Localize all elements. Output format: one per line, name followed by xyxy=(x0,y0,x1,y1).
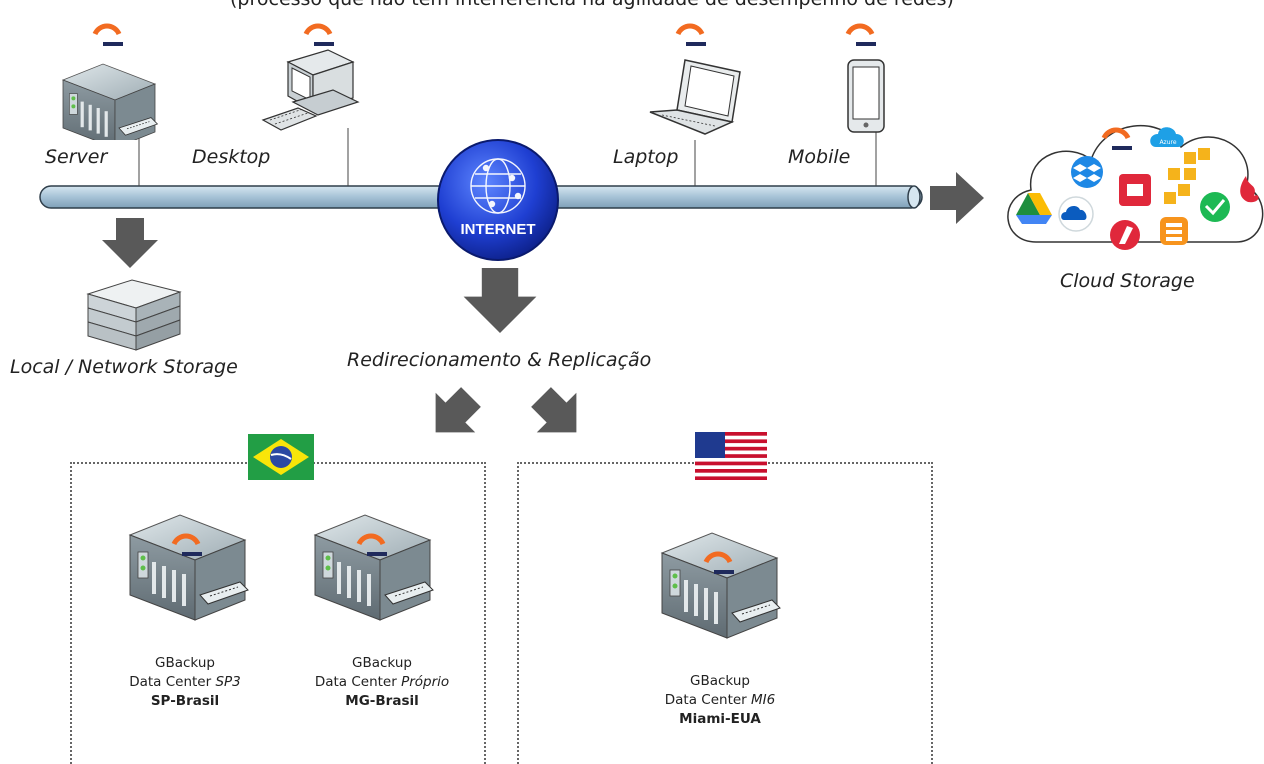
azure-icon: Azure xyxy=(1150,127,1184,147)
dc-name: GBackup xyxy=(690,673,750,689)
local-storage-label: Local / Network Storage xyxy=(10,356,238,378)
wasabi-icon xyxy=(1200,192,1230,222)
storage-rack-icon xyxy=(86,279,182,351)
dc-location: Miami-EUA xyxy=(679,711,761,727)
usa-flag-icon xyxy=(695,432,767,480)
dc-location: MG-Brasil xyxy=(345,693,419,709)
server-icon xyxy=(128,513,250,622)
arrow-to-brazil xyxy=(416,386,491,446)
desktop-label: Desktop xyxy=(192,146,271,168)
datacenter-caption-mi6: GBackup Data Center MI6 Miami-EUA xyxy=(645,672,795,729)
dc-name: GBackup xyxy=(352,655,412,671)
header-text: (processo que não tem interferência na a… xyxy=(230,0,954,10)
server-label: Server xyxy=(45,146,108,168)
mobile-icon xyxy=(847,59,885,133)
laptop-icon xyxy=(649,59,741,135)
cloud-storage: Azure xyxy=(1007,124,1264,250)
dc-code: SP3 xyxy=(215,674,241,690)
laptop-label: Laptop xyxy=(613,146,679,168)
cloud-storage-label: Cloud Storage xyxy=(1060,270,1195,292)
internet-hub: INTERNET xyxy=(437,139,559,261)
server-icon xyxy=(313,513,435,622)
dropbox-icon xyxy=(1071,156,1103,188)
backblaze-icon xyxy=(1240,176,1259,203)
dc-name: GBackup xyxy=(155,655,215,671)
mobile-device xyxy=(820,10,885,133)
datacenter-server-sp3 xyxy=(128,513,250,622)
internet-label: INTERNET xyxy=(461,221,536,238)
dc-location: SP-Brasil xyxy=(150,693,220,709)
desktop-device xyxy=(261,10,360,131)
brazil-flag-icon xyxy=(248,434,314,480)
arrow-from-internet xyxy=(463,268,537,333)
server-icon xyxy=(61,62,159,140)
gbackup-logo-icon xyxy=(95,26,123,46)
globe-icon xyxy=(470,158,526,214)
datacenter-caption-proprio: GBackup Data Center Próprio MG-Brasil xyxy=(292,654,472,711)
openstack-icon xyxy=(1119,174,1151,206)
aws-icon xyxy=(1164,148,1210,204)
gbackup-logo-icon xyxy=(848,26,876,46)
server-icon xyxy=(660,531,782,640)
dc-type: Data Center xyxy=(664,692,747,708)
dc-type: Data Center xyxy=(314,674,397,690)
arrow-to-local-storage xyxy=(102,218,158,268)
gbackup-logo-icon xyxy=(306,26,334,46)
replication-label: Redirecionamento & Replicação xyxy=(347,349,652,371)
laptop-device xyxy=(649,10,741,135)
google-drive-icon xyxy=(1016,193,1052,224)
box-sync-icon xyxy=(1160,217,1188,245)
gbackup-logo-icon xyxy=(678,26,706,46)
filezilla-icon xyxy=(1110,220,1140,250)
server-device xyxy=(61,10,159,140)
dc-type: Data Center xyxy=(129,674,212,690)
datacenter-server-proprio xyxy=(313,513,435,622)
arrow-to-usa xyxy=(521,386,597,446)
svg-text:Azure: Azure xyxy=(1159,139,1176,146)
datacenter-server-mi6 xyxy=(660,531,782,640)
onedrive-icon xyxy=(1058,196,1094,232)
mobile-label: Mobile xyxy=(788,146,851,168)
dc-code: Próprio xyxy=(401,674,450,690)
arrow-to-cloud xyxy=(930,172,984,224)
desktop-icon xyxy=(261,49,360,131)
local-storage-device xyxy=(86,279,182,351)
dc-code: MI6 xyxy=(751,692,776,708)
datacenter-caption-sp3: GBackup Data Center SP3 SP-Brasil xyxy=(110,654,260,711)
